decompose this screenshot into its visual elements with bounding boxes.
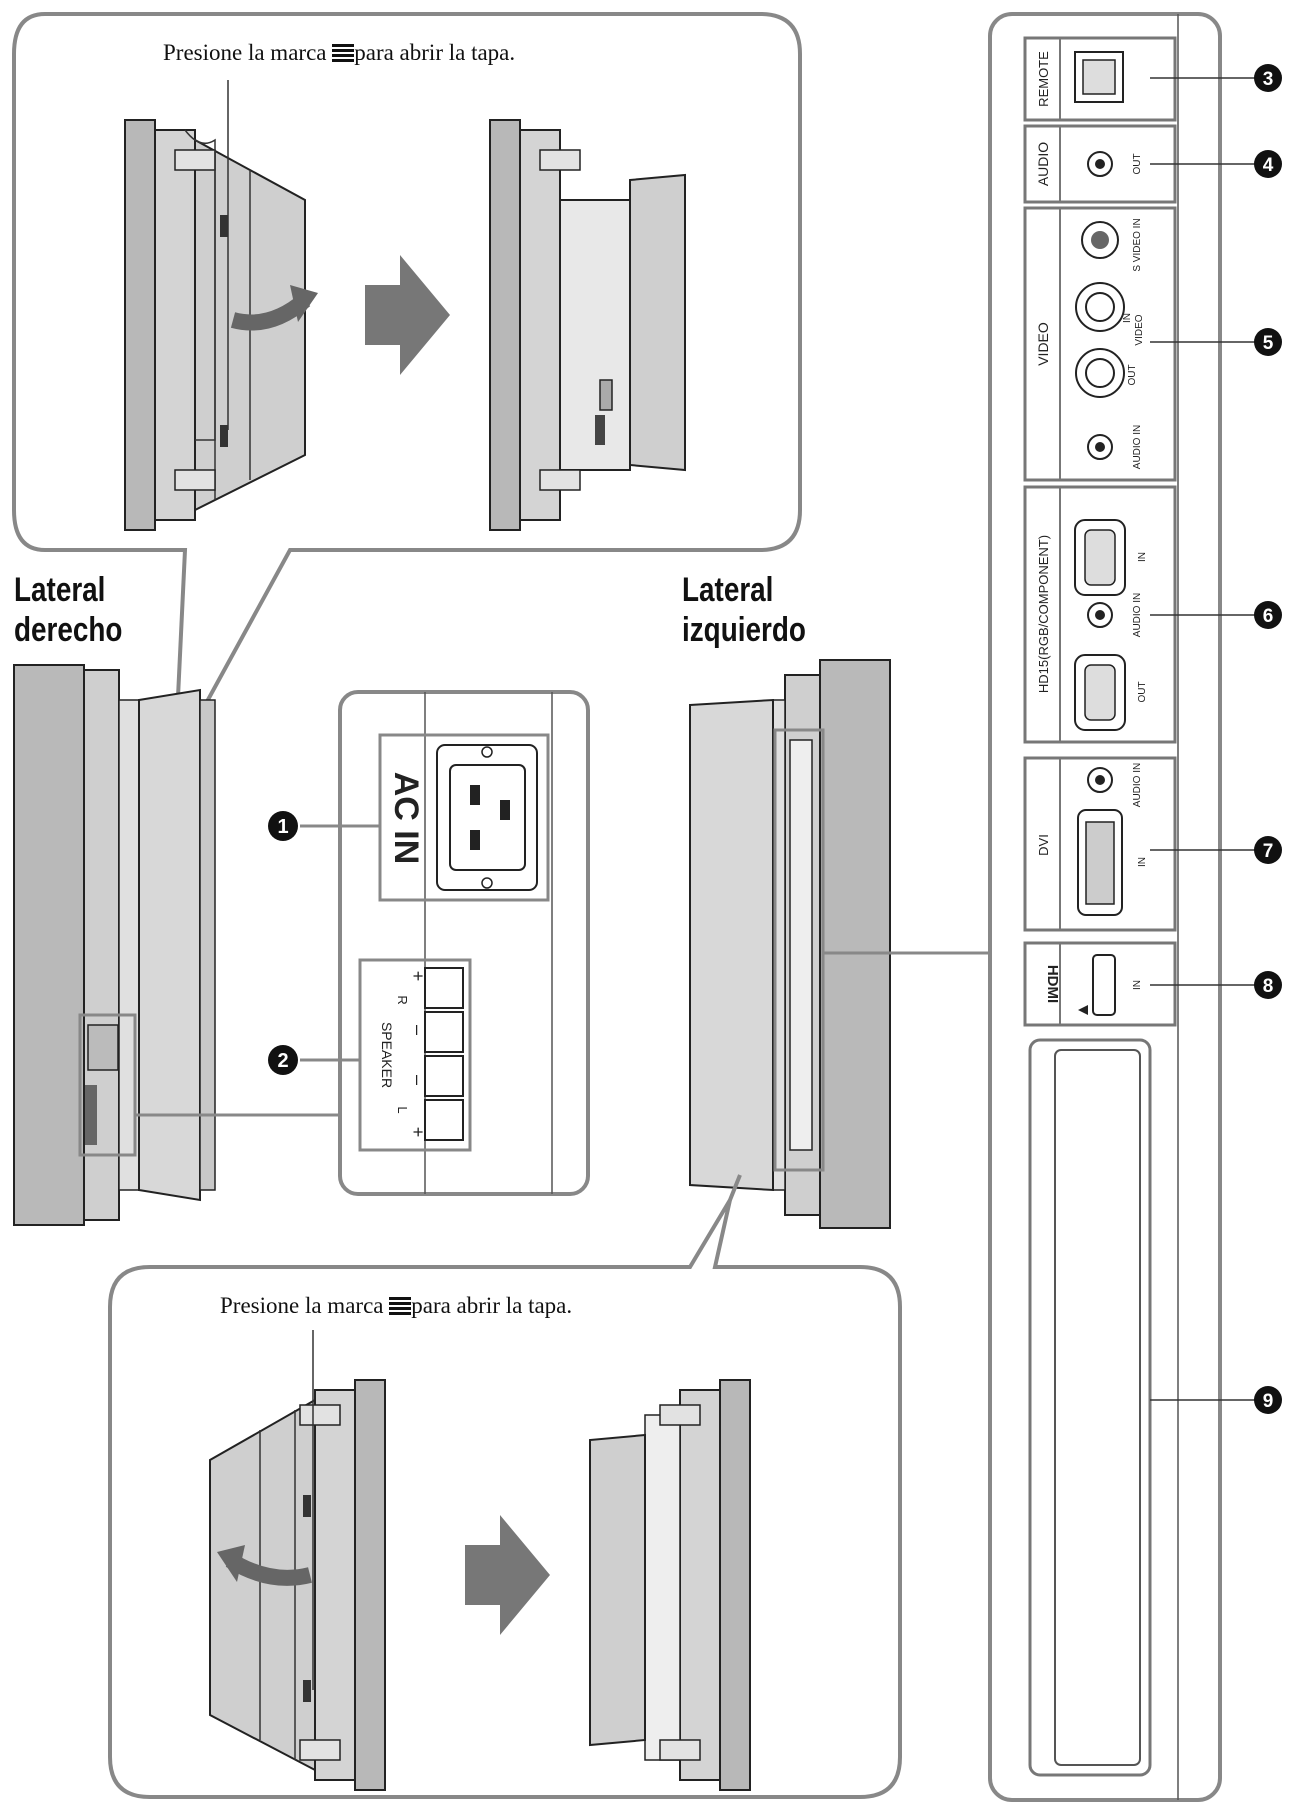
remote-label: REMOTE [1036,51,1051,107]
svg-text:1: 1 [277,816,288,838]
svg-text:5: 5 [1263,333,1274,354]
callout-badge-4: 4 [1254,150,1282,178]
hand-mark-icon [332,44,355,62]
svg-text:3: 3 [1263,69,1274,90]
top-caption-rest: para abrir la tapa. [354,40,516,65]
top-caption: Presione la marca para abrir la tapa. [163,40,515,66]
ac-in-label: AC IN [387,772,425,865]
svg-text:7: 7 [1263,841,1274,862]
dvi-label: DVI [1036,834,1051,856]
connector-column [988,12,1222,1802]
callout-badge-5: 5 [1254,328,1282,356]
left-side-title: Lateral izquierdo [682,570,806,650]
bottom-closed-panel [209,1330,386,1791]
top-open-arrow-icon [365,255,450,375]
svg-text:4: 4 [1263,155,1274,176]
hd15-in-label: IN [1137,552,1148,562]
callout-badge-3: 3 [1254,64,1282,92]
top-closed-panel [124,80,318,531]
hdmi-in-label: IN [1132,980,1143,990]
callout-badge-1: 1 [268,811,298,841]
hd15-out-label: OUT [1137,681,1148,702]
audio-out-label: OUT [1132,153,1143,174]
ac-speaker-panel [338,690,590,1196]
s-video-in-label: S VIDEO IN [1132,218,1143,271]
svg-text:6: 6 [1263,606,1274,627]
bottom-open-panel [589,1379,751,1791]
svg-text:2: 2 [277,1050,288,1072]
left-side-title-line1: Lateral [682,571,774,609]
top-caption-text: Presione la marca [163,40,333,65]
hd15-label: HD15(RGB/COMPONENT) [1036,535,1051,693]
video-video-label: VIDEO [1134,314,1145,345]
callout-badge-2: 2 [268,1045,298,1075]
dvi-in-label: IN [1137,857,1148,867]
callout-badge-7: 7 [1254,836,1282,864]
speaker-label: SPEAKER [379,1022,395,1088]
left-side-title-line2: izquierdo [682,611,806,649]
bottom-caption-rest: para abrir la tapa. [411,1293,573,1318]
svg-text:8: 8 [1263,976,1274,997]
speaker-plus-r: + [408,971,428,982]
top-open-panel [489,119,686,531]
callout-badge-8: 8 [1254,971,1282,999]
right-side-title-line1: Lateral [14,571,106,609]
video-in-label: IN [1122,313,1133,323]
callout-badge-6: 6 [1254,601,1282,629]
connector-leader-lines [1150,77,1255,1401]
hand-mark-icon [389,1297,412,1315]
hd15-audio-in-label: AUDIO IN [1132,593,1143,637]
right-side-title: Lateral derecho [14,570,122,650]
callout-badge-9: 9 [1254,1386,1282,1414]
video-label: VIDEO [1035,322,1051,366]
speaker-minus-l: – [408,1075,428,1085]
bottom-caption: Presione la marca para abrir la tapa. [220,1293,572,1319]
speaker-r-label: R [395,995,410,1004]
hdmi-logo: HDMI [1044,965,1061,1003]
speaker-l-label: L [395,1106,410,1113]
bottom-open-arrow-icon [465,1515,550,1635]
right-side-title-line2: derecho [14,611,123,649]
right-side-monitor [13,664,216,1226]
speaker-plus-l: + [408,1127,428,1138]
video-audio-in-label: AUDIO IN [1132,425,1143,469]
audio-label: AUDIO [1035,142,1051,186]
svg-text:9: 9 [1263,1391,1274,1412]
dvi-audio-in-label: AUDIO IN [1132,763,1143,807]
video-out-label: OUT [1127,364,1138,385]
speaker-minus-r: – [408,1025,428,1035]
left-side-monitor [689,659,891,1229]
bottom-caption-text: Presione la marca [220,1293,390,1318]
